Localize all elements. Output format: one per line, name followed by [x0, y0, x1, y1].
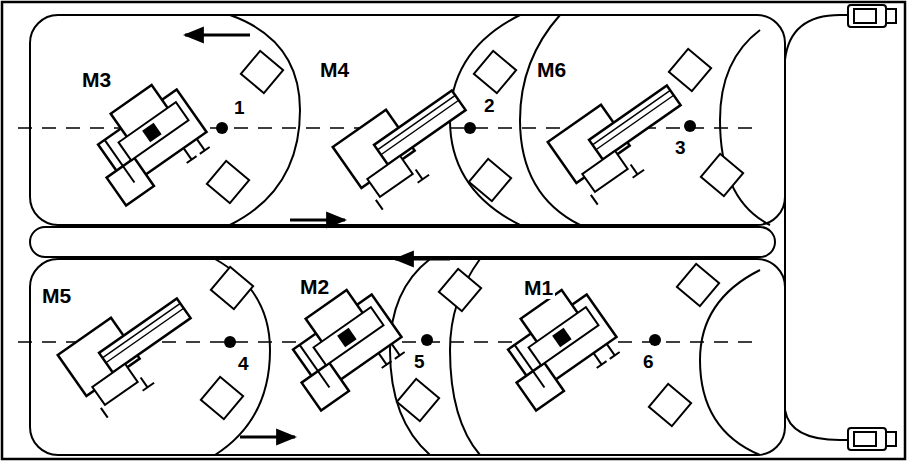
machine-label: M3 [80, 68, 113, 91]
station-number: 3 [673, 138, 688, 159]
machine-label: M5 [40, 284, 73, 307]
machine-label: M6 [535, 58, 568, 81]
machine-label: M4 [318, 58, 351, 81]
station-number: 2 [482, 96, 497, 117]
station-number: 1 [232, 98, 247, 119]
station-number: 6 [641, 352, 656, 373]
machine-label: M1 [522, 276, 555, 299]
station-number: 5 [412, 352, 427, 373]
machine-label: M2 [298, 275, 331, 298]
station-number: 4 [236, 354, 251, 375]
